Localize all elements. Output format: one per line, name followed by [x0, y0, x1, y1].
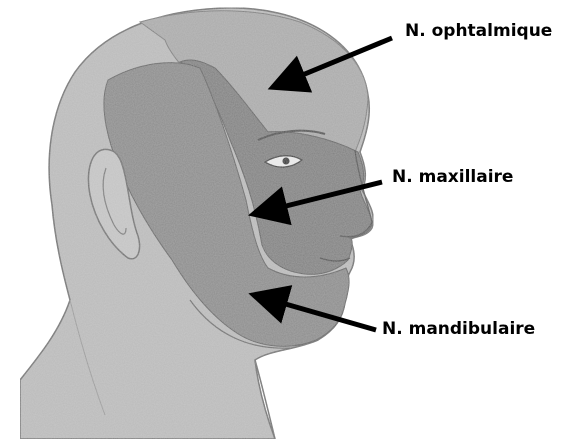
label-mandibular: N. mandibulaire	[382, 319, 535, 339]
pupil	[283, 158, 290, 165]
label-maxillary: N. maxillaire	[392, 167, 513, 187]
label-ophthalmic: N. ophtalmique	[405, 21, 552, 41]
